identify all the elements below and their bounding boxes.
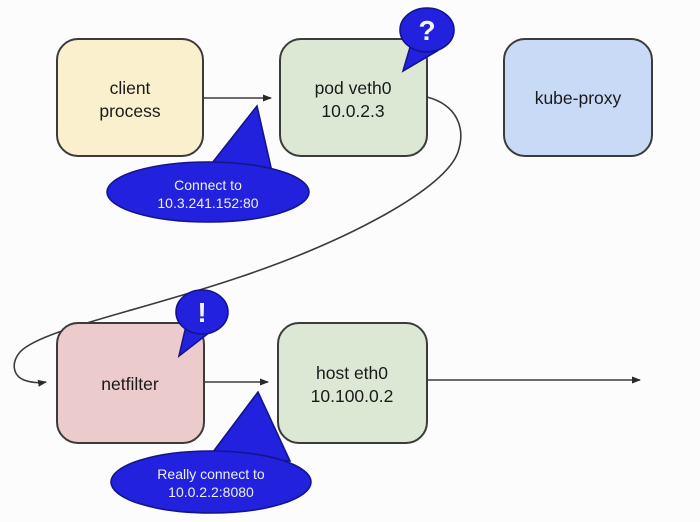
client-process-box <box>56 38 204 157</box>
netfilter-box <box>56 322 205 444</box>
exclamation-badge: ! <box>175 289 229 359</box>
exclamation-badge-glyph: ! <box>197 297 206 328</box>
host-eth0-node: host eth0 10.100.0.2 <box>277 322 428 444</box>
kube-proxy-node: kube-proxy <box>503 38 653 157</box>
pod-veth0-node: pod veth0 10.0.2.3 <box>279 38 428 157</box>
kube-proxy-box <box>503 38 653 157</box>
host-eth0-box <box>277 322 428 444</box>
connect-callout-line1: Connect to <box>174 177 242 193</box>
really-connect-callout-bubble <box>110 450 312 514</box>
client-process-node: client process <box>56 38 204 157</box>
question-badge-bubble <box>399 7 455 53</box>
netfilter-label: netfilter <box>101 374 159 394</box>
really-connect-callout-line1: Really connect to <box>157 466 265 482</box>
exclamation-badge-bubble <box>175 289 229 335</box>
really-connect-callout: Really connect to 10.0.2.2:8080 <box>110 390 312 514</box>
pod-veth0-box <box>279 38 428 157</box>
netfilter-node: netfilter <box>56 322 205 444</box>
question-badge-glyph: ? <box>418 15 435 46</box>
client-process-label-line1: client <box>110 78 151 98</box>
host-eth0-label-line1: host eth0 <box>316 363 388 383</box>
pod-veth0-label-line2: 10.0.2.3 <box>321 101 384 121</box>
connect-callout-line2: 10.3.241.152:80 <box>157 195 258 211</box>
kube-proxy-label: kube-proxy <box>535 88 622 108</box>
pod-veth0-label-line1: pod veth0 <box>315 78 392 98</box>
host-eth0-label-line2: 10.100.0.2 <box>311 386 394 406</box>
connect-callout-bubble <box>106 161 310 223</box>
client-process-label-line2: process <box>99 101 161 121</box>
really-connect-callout-line2: 10.0.2.2:8080 <box>168 484 254 500</box>
question-badge: ? <box>399 7 455 73</box>
connect-callout: Connect to 10.3.241.152:80 <box>106 104 310 223</box>
